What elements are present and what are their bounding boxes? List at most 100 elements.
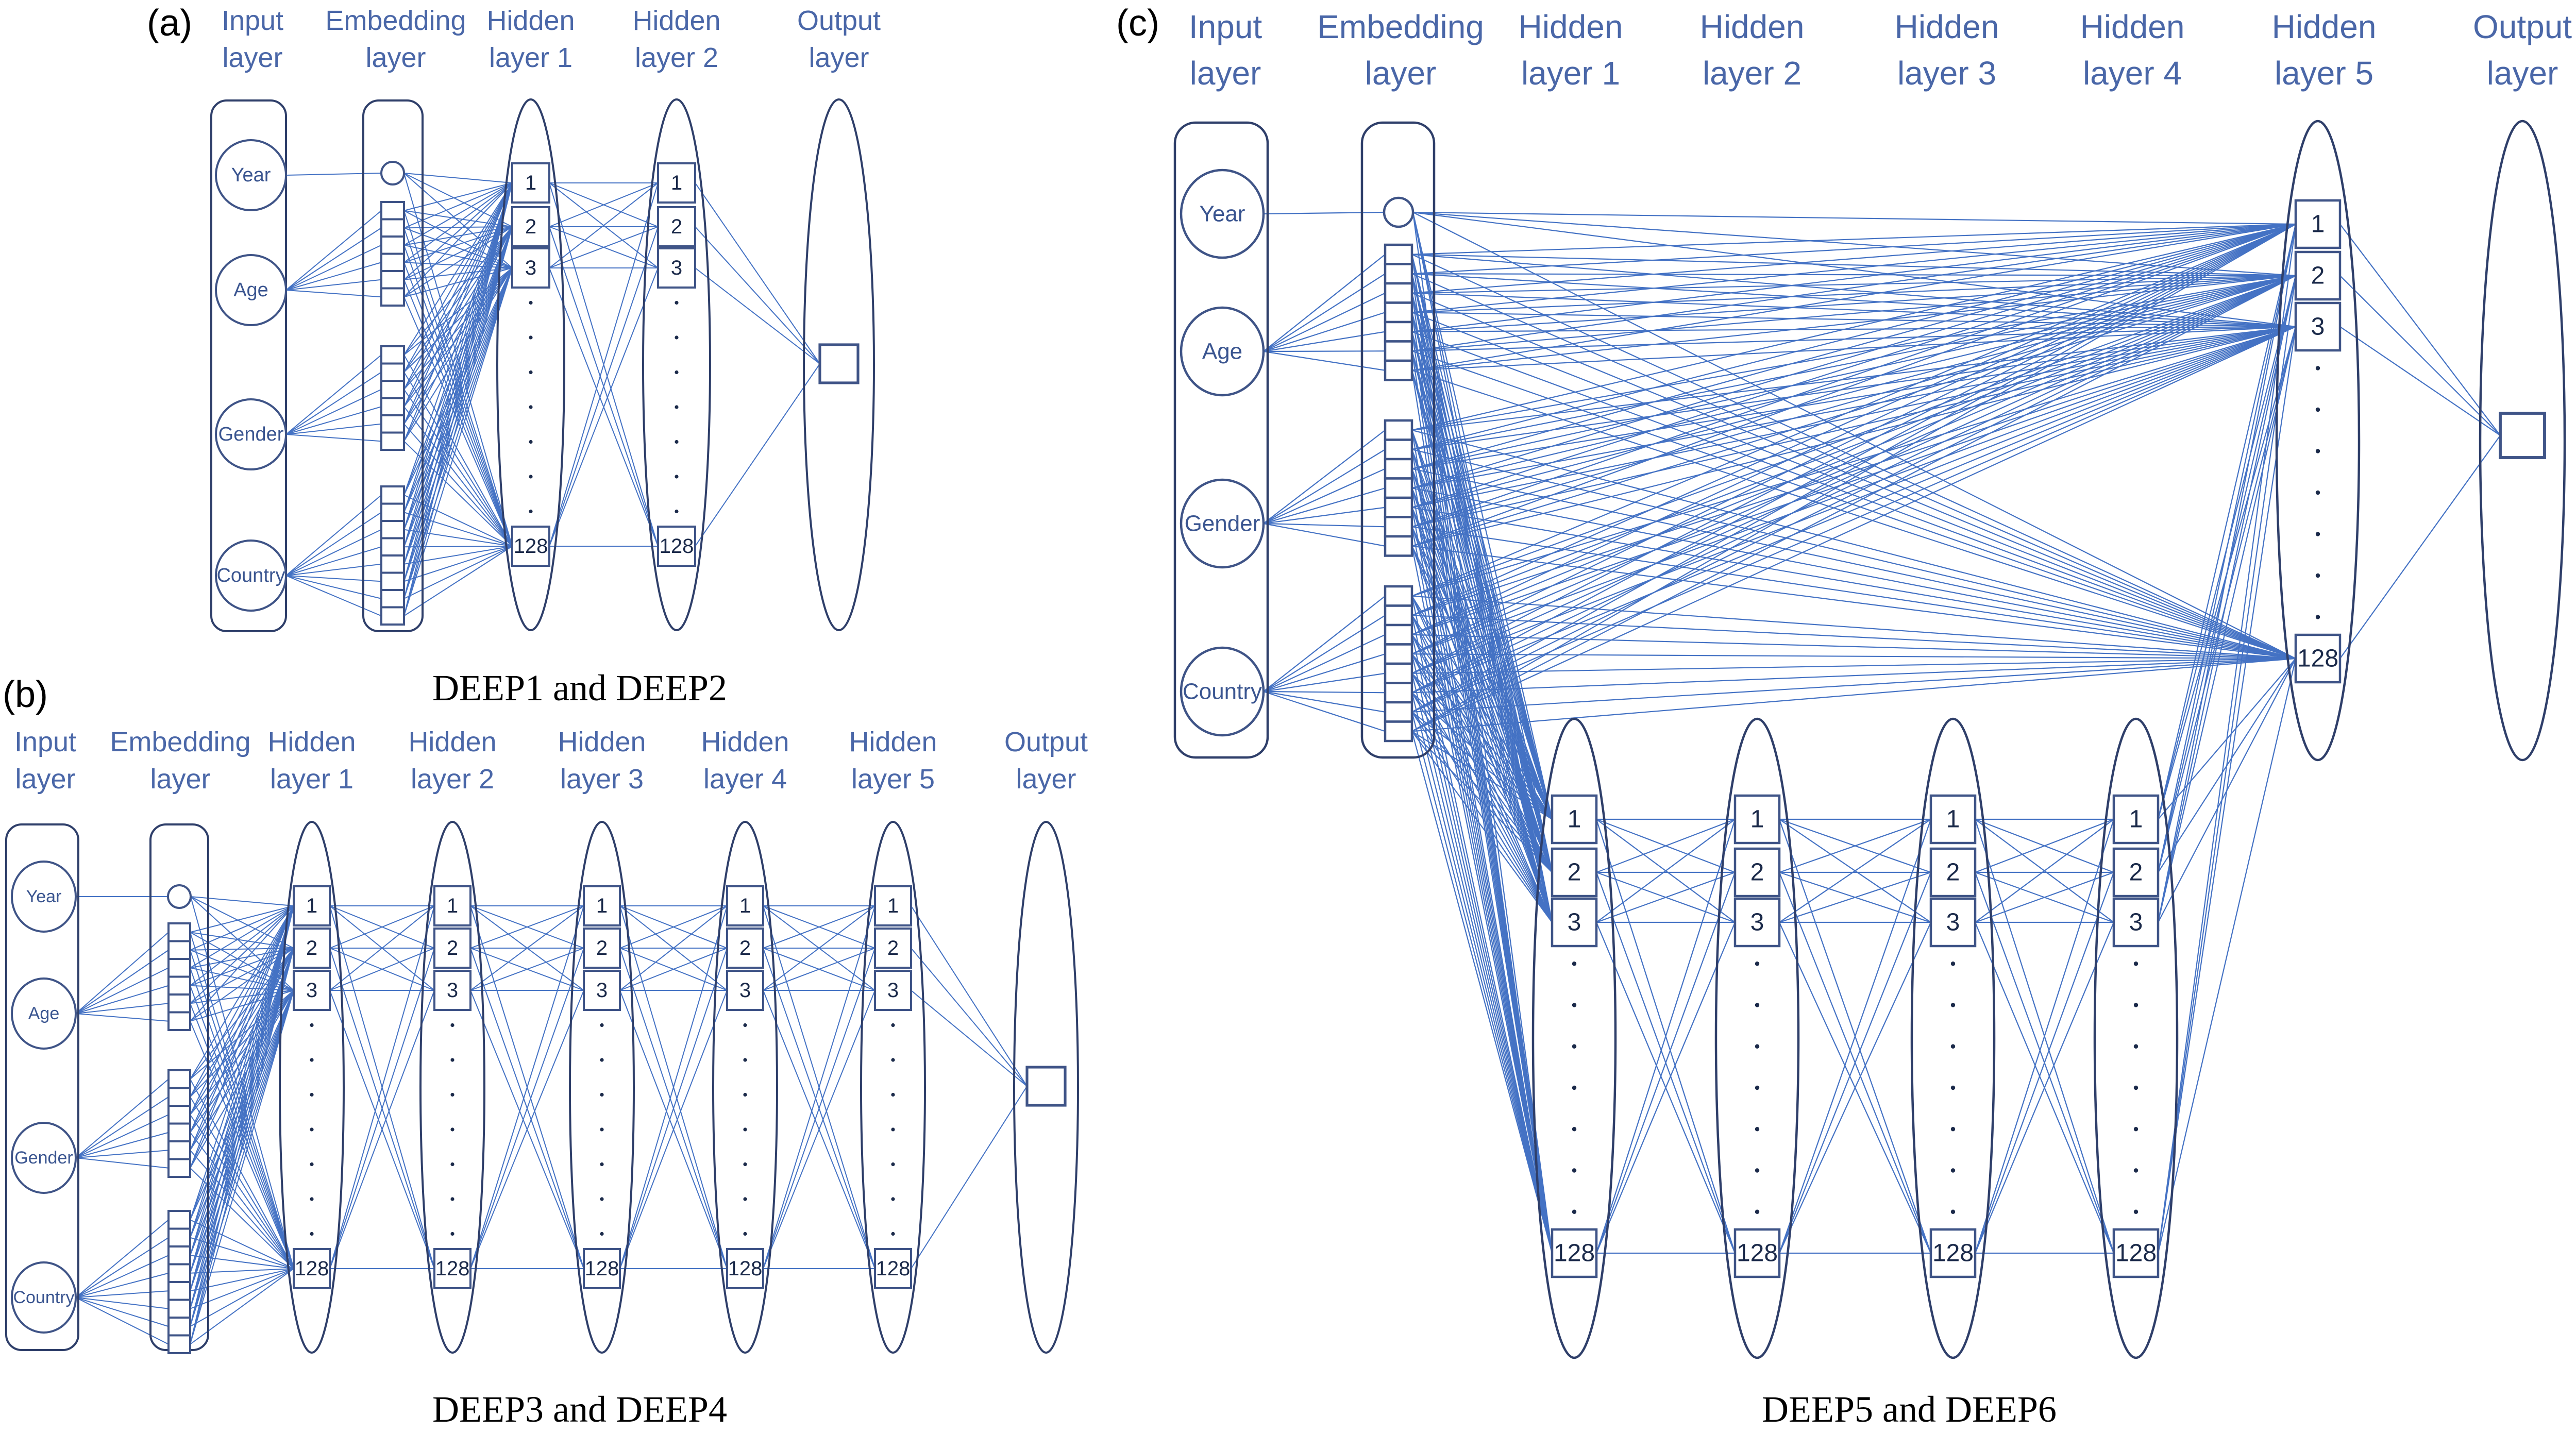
panel-c-header-line2: layer 3 xyxy=(1897,55,1996,92)
connection-line xyxy=(1411,673,1553,1254)
connection-line xyxy=(470,905,584,1269)
connection-line xyxy=(1411,526,2296,660)
panel-c-ellipsis-dot xyxy=(1572,962,1577,966)
panel-c-ellipsis-dot xyxy=(2133,1127,2139,1132)
panel-b-hidden-layer-3-oval xyxy=(569,821,635,1354)
panel-c-hidden-layer-3-neuron xyxy=(1929,794,1977,845)
connection-line xyxy=(763,948,875,1269)
panel-b-header-line1: Hidden xyxy=(849,727,937,757)
panel-c-embedding-unit xyxy=(1384,604,1413,627)
panel-b-neuron-label: 128 xyxy=(876,1257,911,1280)
connection-line xyxy=(1411,254,2296,277)
connection-line xyxy=(285,354,382,435)
panel-a-header-line1: Output xyxy=(797,5,881,36)
panel-a-neuron-label: 128 xyxy=(660,535,694,558)
panel-c-neuron-label: 128 xyxy=(1932,1240,1974,1267)
panel-a-input-label-country: Country xyxy=(216,565,285,586)
connection-line xyxy=(549,182,659,227)
connection-line xyxy=(1411,275,2296,508)
connection-line xyxy=(1411,292,2296,660)
panel-b-embedding-unit xyxy=(167,1334,191,1354)
connection-line xyxy=(75,949,169,1014)
panel-b-hidden-layer-3-neuron xyxy=(583,1248,621,1289)
connection-line xyxy=(2339,326,2501,436)
connection-line xyxy=(1263,331,1386,352)
connection-line xyxy=(1411,634,1553,820)
panel-b-input-layer-box xyxy=(5,823,79,1351)
panel-b-embedding-unit xyxy=(167,940,191,960)
panel-c-neuron-label: 3 xyxy=(1568,909,1581,936)
panel-c-hidden-layer-5-oval xyxy=(2275,120,2361,762)
connection-line xyxy=(1411,293,1553,820)
panel-a-neuron-label: 128 xyxy=(514,535,548,558)
panel-b-ellipsis-dot xyxy=(600,1197,604,1201)
panel-b-header-line2: layer 5 xyxy=(851,764,935,795)
panel-c-embedding-unit xyxy=(1384,623,1413,646)
connection-line xyxy=(1411,275,2296,332)
panel-c-ellipsis-dot xyxy=(2315,615,2320,619)
panel-a-input-label-age: Age xyxy=(233,279,268,301)
panel-c-hidden-layer-4-neuron xyxy=(2112,897,2160,948)
connection-line xyxy=(1411,275,2296,655)
panel-a-header-line2: layer xyxy=(365,42,426,73)
panel-c-ellipsis-dot xyxy=(2133,1209,2139,1214)
panel-b-ellipsis-dot xyxy=(310,1232,314,1236)
panel-a-embedding-unit xyxy=(380,201,405,221)
panel-c-input-label-country: Country xyxy=(1183,679,1262,704)
connection-line xyxy=(1411,326,2296,508)
panel-c-ellipsis-dot xyxy=(2315,366,2320,370)
connection-line xyxy=(470,948,584,991)
panel-a-ellipsis-dot xyxy=(529,405,533,409)
panel-a-neuron-label: 1 xyxy=(671,172,682,194)
panel-b-ellipsis-dot xyxy=(310,1162,314,1167)
panel-a-embedding-unit xyxy=(380,218,405,238)
connection-line xyxy=(549,182,659,268)
connection-line xyxy=(1411,223,2296,489)
panel-c-header-line1: Hidden xyxy=(1700,8,1805,45)
connection-line xyxy=(1263,273,1386,352)
panel-c-neuron-label: 2 xyxy=(2311,262,2325,290)
panel-c-embedding-unit xyxy=(1384,419,1413,441)
connection-line xyxy=(1411,673,1553,873)
panel-c-header-line2: layer 5 xyxy=(2275,55,2373,92)
connection-line xyxy=(1411,223,2296,616)
panel-b-ellipsis-dot xyxy=(891,1127,895,1132)
panel-c-embedding-unit xyxy=(1384,643,1413,665)
panel-c-embedding-layer-box xyxy=(1360,121,1436,759)
connection-line xyxy=(1411,326,2296,674)
panel-b-embedding-unit xyxy=(167,1069,191,1089)
panel-b-ellipsis-dot xyxy=(600,1023,604,1027)
connection-line xyxy=(1411,275,2296,616)
connection-line xyxy=(75,1157,169,1169)
connection-line xyxy=(911,990,1028,1087)
panel-b-embedding-unit xyxy=(167,1281,191,1301)
connection-line xyxy=(1411,223,2296,352)
connection-line xyxy=(1263,690,1386,732)
panel-a-embedding-unit xyxy=(380,502,405,522)
connection-line xyxy=(1411,223,2296,528)
panel-a-input-node-year xyxy=(215,139,287,211)
connection-line xyxy=(1411,692,1553,1254)
panel-b-header-line2: layer xyxy=(1016,764,1076,795)
connection-line xyxy=(911,948,1028,1087)
panel-c-embedding-unit xyxy=(1384,585,1413,607)
panel-c-embedding-unit xyxy=(1384,701,1413,723)
panel-b-hidden-layer-2-neuron xyxy=(433,970,472,1011)
connection-line xyxy=(403,182,513,513)
connection-line xyxy=(1779,819,1931,923)
panel-b-hidden-layer-3-neuron xyxy=(583,928,621,969)
connection-line xyxy=(1411,275,2296,469)
connection-line xyxy=(1596,819,1736,923)
connection-line xyxy=(695,182,820,364)
panel-b-header-line1: Embedding xyxy=(110,727,250,757)
connection-line xyxy=(1263,507,1386,525)
panel-c-ellipsis-dot xyxy=(1755,1085,1760,1090)
connection-line xyxy=(1412,212,1553,820)
panel-c-ellipsis-dot xyxy=(1572,1003,1577,1007)
panel-b-embedding-unit xyxy=(167,1317,191,1337)
panel-b-ellipsis-dot xyxy=(450,1023,454,1027)
panel-a-embedding-unit xyxy=(380,287,405,307)
connection-line xyxy=(1263,522,1386,547)
panel-a-input-label-gender: Gender xyxy=(218,424,284,445)
panel-c-header-line2: layer xyxy=(1365,55,1437,92)
